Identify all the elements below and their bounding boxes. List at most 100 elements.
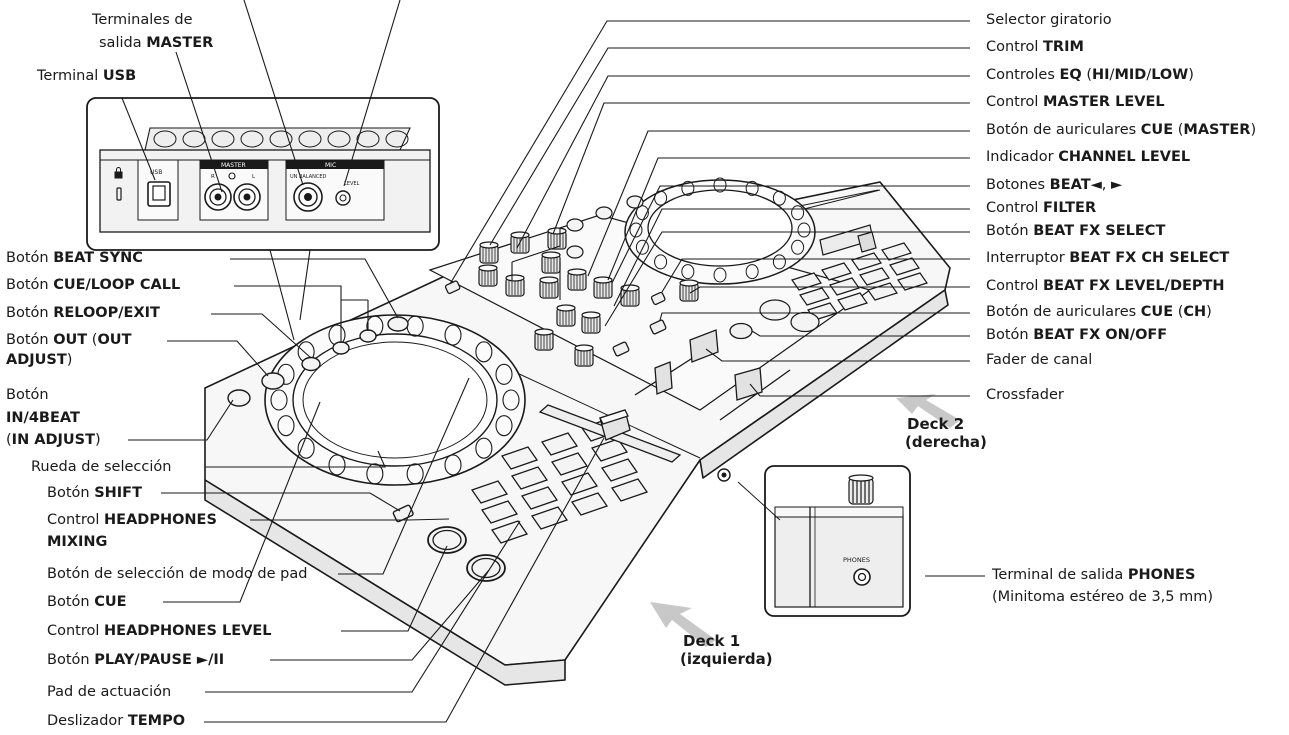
label-channel-level: Indicador CHANNEL LEVEL (986, 149, 1191, 165)
leader-lines (121, 0, 985, 723)
label-terminales-master-2: salida MASTER (99, 35, 214, 51)
label-cue-master: Botón de auriculares CUE (MASTER) (986, 122, 1257, 138)
performance-pad (859, 267, 890, 286)
performance-pad (889, 257, 920, 276)
performance-pad (821, 262, 852, 281)
label-out-2: ADJUST) (6, 352, 73, 368)
inset-phones-text: PHONES (843, 556, 870, 564)
label-tempo: Deslizador TEMPO (47, 713, 186, 729)
deck2-line1: Deck 2 (907, 415, 965, 433)
jog-hole (356, 130, 380, 148)
label-shift: Botón SHIFT (47, 485, 142, 501)
jog-hole (654, 190, 668, 206)
label-eq: Controles EQ (HI/MID/LOW) (986, 67, 1194, 83)
deck2-label: Deck 2 (derecha) (905, 415, 987, 451)
deck1-label: Deck 1 (izquierda) (680, 632, 773, 668)
label-crossfader: Crossfader (986, 387, 1064, 403)
jog-hole (635, 239, 649, 255)
performance-pad (490, 520, 529, 544)
deck1-line1: Deck 1 (683, 632, 741, 650)
performance-pad (510, 466, 549, 490)
jog-hole (745, 180, 759, 196)
jog-hole (654, 254, 668, 270)
jog-hole (475, 341, 493, 363)
deck1-arrow-icon (650, 602, 716, 647)
performance-pad (480, 500, 519, 524)
performance-pad (470, 480, 509, 504)
phones-knob-icon (848, 474, 874, 505)
label-hp-mixing: Control HEADPHONES (47, 512, 217, 528)
label-fx-ch-select: Interruptor BEAT FX CH SELECT (986, 250, 1230, 266)
label-out: Botón OUT (OUT (6, 332, 132, 348)
inset-usb-text: USB (150, 169, 162, 176)
jog-hole (475, 437, 493, 459)
label-fx-select: Botón BEAT FX SELECT (986, 223, 1166, 239)
deck1-line2: (izquierda) (680, 650, 773, 668)
left-deck-buttons (227, 316, 414, 523)
jog-hole (502, 389, 520, 411)
jog-hole (495, 415, 513, 437)
label-phones-2: (Minitoma estéreo de 3,5 mm) (992, 589, 1214, 605)
jog-hole (444, 454, 462, 476)
mixer-faders (444, 280, 791, 421)
rear-panel-inset: USB MASTER R L MIC UN BALANCED LEVEL (86, 97, 440, 251)
jog-hole (772, 190, 786, 206)
label-in-4beat-3: (IN ADJUST) (6, 432, 101, 448)
label-rueda: Rueda de selección (31, 459, 172, 475)
jog-hole (713, 177, 727, 193)
label-in-4beat-2: IN/4BEAT (6, 410, 80, 426)
performance-pad (520, 486, 559, 510)
jog-hole (406, 463, 424, 485)
right-jog-wheel (624, 177, 816, 285)
jog-hole (495, 363, 513, 385)
jog-hole (629, 222, 643, 238)
label-cue: Botón CUE (47, 594, 127, 610)
label-beat-buttons: Botones BEAT◄, ► (986, 177, 1123, 193)
jog-hole (635, 205, 649, 221)
jog-hole (681, 264, 695, 280)
mixer-knobs (478, 227, 699, 367)
performance-pad (500, 446, 539, 470)
label-selector: Selector giratorio (986, 12, 1112, 28)
jog-hole (681, 180, 695, 196)
jog-hole (366, 463, 384, 485)
label-usb: Terminal USB (37, 68, 137, 84)
label-reloop-exit: Botón RELOOP/EXIT (6, 305, 160, 321)
label-cue-ch: Botón de auriculares CUE (CH) (986, 304, 1212, 320)
label-fader-canal: Fader de canal (986, 352, 1093, 368)
performance-pad (837, 292, 868, 311)
jog-hole (297, 437, 315, 459)
deck2-line2: (derecha) (905, 433, 987, 451)
lock-icon (114, 167, 123, 201)
performance-pad (540, 432, 579, 456)
performance-pad (600, 458, 639, 482)
jog-hole (211, 130, 235, 148)
performance-pad (799, 287, 830, 306)
jog-hole (327, 130, 351, 148)
performance-pad (570, 492, 609, 516)
label-in-4beat: Botón (6, 387, 49, 403)
label-master-level: Control MASTER LEVEL (986, 94, 1165, 110)
performance-pad (881, 242, 912, 261)
jog-hole (713, 267, 727, 283)
label-cue-loop-call: Botón CUE/LOOP CALL (6, 277, 181, 293)
left-performance-pads (427, 418, 649, 582)
label-fx-level: Control BEAT FX LEVEL/DEPTH (986, 278, 1225, 294)
label-play-pause: Botón PLAY/PAUSE ►/II (47, 652, 225, 668)
performance-pad (550, 452, 589, 476)
tempo-slider (538, 404, 682, 463)
inset-l-text: L (252, 174, 256, 180)
label-fx-onoff: Botón BEAT FX ON/OFF (986, 327, 1168, 343)
jog-hole (791, 205, 805, 221)
jog-hole (797, 222, 811, 238)
jog-hole (240, 130, 264, 148)
inset-balanced-text: UN BALANCED (290, 174, 327, 180)
inset-level-text: LEVEL (344, 181, 360, 187)
inset-master-text: MASTER (221, 162, 246, 169)
label-phones: Terminal de salida PHONES (992, 567, 1196, 583)
jog-hole (298, 130, 322, 148)
performance-pad (530, 506, 569, 530)
right-deck-controls (566, 195, 928, 333)
phones-inset: PHONES (737, 465, 911, 617)
label-terminales-master: Terminales de (92, 12, 193, 28)
